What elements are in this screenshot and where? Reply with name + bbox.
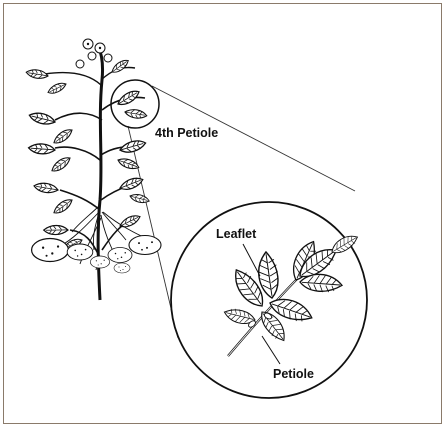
leaflet-label: Leaflet: [216, 227, 257, 241]
magnified-view-circle: [171, 202, 367, 398]
petiole-label: Petiole: [273, 367, 314, 381]
potato-plant: [25, 39, 161, 300]
flower-cluster: [76, 39, 112, 68]
fourth-petiole-label: 4th Petiole: [155, 126, 218, 140]
tubers: [32, 236, 161, 274]
